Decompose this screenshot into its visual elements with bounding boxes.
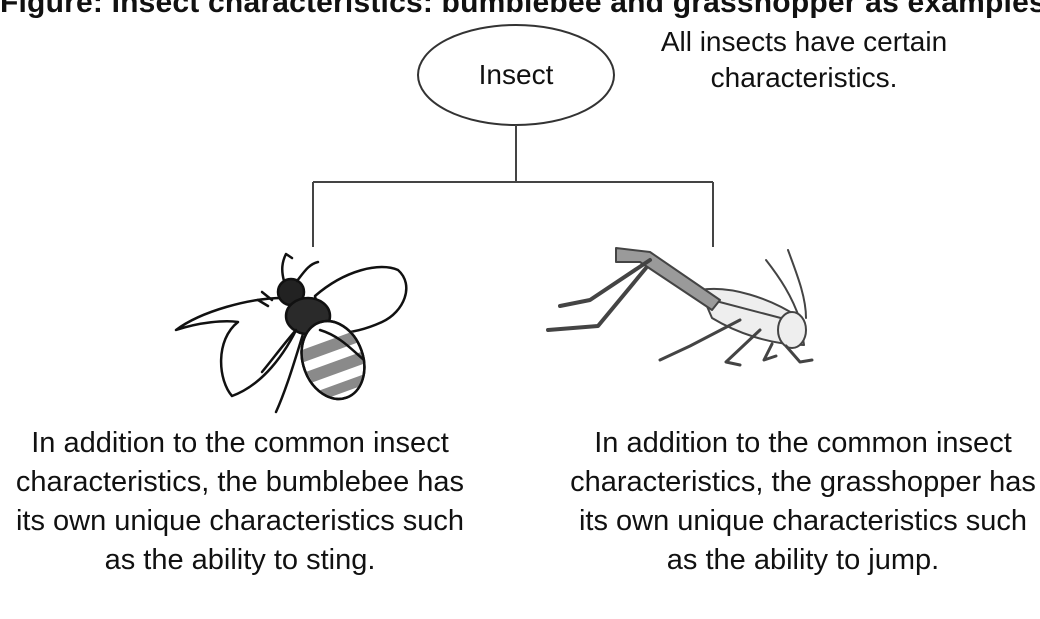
tree-connectors — [313, 125, 713, 247]
insect-note: All insects have certain characteristics… — [604, 24, 1004, 96]
bumblebee-description: In addition to the common insect charact… — [5, 424, 475, 580]
bumblebee-illustration — [176, 254, 406, 412]
grasshopper-description: In addition to the common insect charact… — [568, 424, 1038, 580]
insect-node-label: Insect — [448, 58, 584, 92]
grasshopper-illustration — [548, 248, 812, 365]
